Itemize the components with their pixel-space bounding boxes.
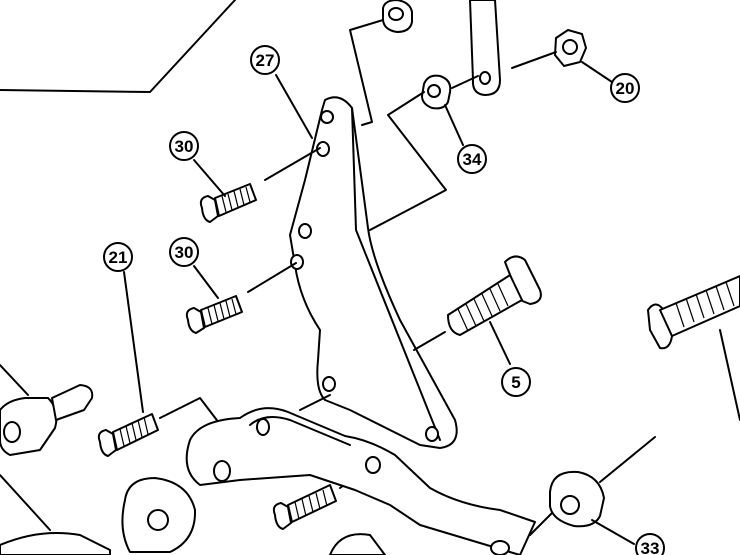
standoff-post [0,384,94,456]
screw-lower [272,484,337,530]
callout-label: 27 [256,51,275,70]
plate-hole [320,110,334,124]
washer [121,477,197,553]
callout-34: 34 [457,144,487,174]
plate-hole [290,254,304,270]
assembly-line [511,51,557,69]
assembly-line [247,262,297,293]
screw-21 [97,413,159,457]
callout-label: 30 [175,137,194,156]
bracket-plate-27 [289,96,458,449]
leader-line [444,104,464,146]
bolt-right [647,275,740,350]
callout-5: 5 [501,367,531,397]
lock-nut-20 [554,29,587,67]
callout-label: 34 [463,150,482,169]
leader-line [275,74,313,139]
spacer-top [382,0,413,33]
assembly-line [0,364,29,396]
leader-line [581,61,613,83]
assembly-line [264,147,321,181]
screw-30-lower [185,295,243,334]
assembly-line [413,331,446,351]
callout-21: 21 [103,242,133,272]
spacer-34 [421,74,452,110]
screw-30-upper [199,183,257,223]
leader-line [489,321,511,365]
assembly-line [599,436,656,483]
plate-hole [425,426,439,442]
callout-33: 33 [635,533,665,555]
callout-30-upper: 30 [169,131,199,161]
spacer-33 [549,470,605,528]
leader-line [193,159,226,197]
bolt-5 [447,255,542,336]
leader-line [193,265,219,299]
callout-20: 20 [610,73,640,103]
assembly-line [349,19,384,126]
assembly-line [0,474,51,531]
callout-label: 30 [175,243,194,262]
callout-label: 20 [616,79,635,98]
plate-hole [322,376,336,392]
callout-30-lower: 30 [169,237,199,267]
plate-hole [298,223,312,239]
leader-line [591,519,635,545]
link-arm [469,0,501,96]
frame-edge-line [0,0,236,93]
frame-rail [185,407,536,555]
callout-label: 33 [641,539,660,555]
callout-label: 21 [109,248,128,267]
assembly-line [299,394,331,411]
callout-27: 27 [250,45,280,75]
callout-label: 5 [511,373,520,392]
frame-rail-lower [0,531,111,555]
assembly-line [451,75,479,89]
assembly-line [369,91,447,231]
leader-line [123,271,144,413]
assembly-line [719,329,740,421]
